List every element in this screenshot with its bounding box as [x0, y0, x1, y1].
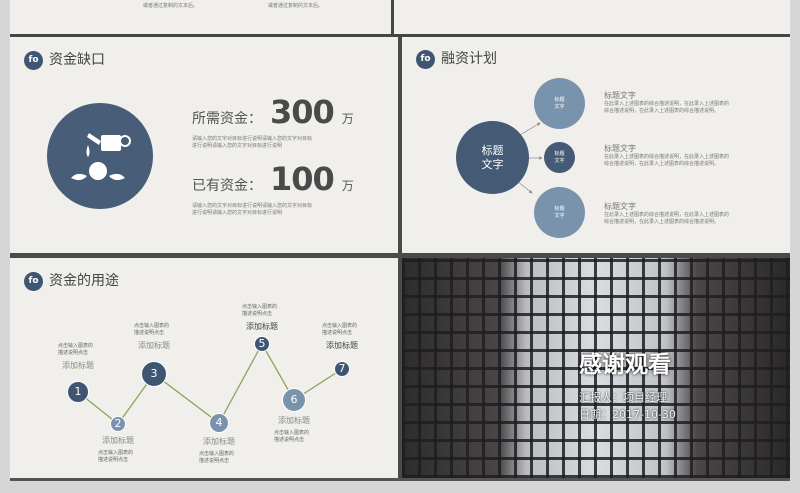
slide-logo-icon: fo — [24, 272, 43, 291]
item-desc: 综合描述说明，在此录入上述图表的综合描述说明。 — [604, 108, 720, 114]
arrows — [516, 122, 543, 194]
slide-financing-plan[interactable]: fo 融资计划 标题 文字 标题文字 标题文字 标题文字 标题文字 在此录入上述… — [402, 37, 790, 253]
required-funds-value: 300 — [270, 93, 335, 131]
existing-funds-unit: 万 — [341, 179, 354, 193]
timeline-node-7: 7 — [334, 361, 350, 377]
timeline-node-6: 6 — [282, 388, 306, 412]
timeline-desc: 描述说明点击 — [134, 330, 165, 336]
required-funds-unit: 万 — [341, 112, 354, 126]
watering-can-money-icon — [47, 103, 153, 209]
slide-logo-icon: fo — [416, 50, 435, 69]
plan-circle-1: 标题文字 — [534, 78, 585, 129]
timeline-desc: 描述说明点击 — [58, 350, 89, 356]
timeline-desc: 点击输入图表的 — [199, 451, 235, 457]
timeline-desc: 描述说明点击 — [322, 330, 353, 336]
existing-funds-value: 100 — [270, 160, 335, 198]
existing-funds-row: 已有资金： 100 万 — [192, 162, 354, 196]
timeline-node-2: 2 — [110, 416, 126, 432]
circle-label: 文字 — [554, 103, 565, 110]
slide-top-right[interactable] — [394, 0, 790, 34]
timeline-desc: 描述说明点击 — [199, 458, 230, 464]
slide-title: 融资计划 — [441, 51, 497, 67]
timeline-node-3: 3 — [141, 361, 167, 387]
circle-label: 标题 — [554, 205, 565, 212]
existing-desc: 请输入您的文字对目标进行说明请输入您的文字对目标 — [192, 203, 313, 209]
slide-text: 或者通过复制的文本后。 — [143, 3, 199, 9]
slide-logo-icon: fo — [24, 51, 43, 70]
item-title: 标题文字 — [604, 91, 636, 100]
thanks-text-group: 感谢观看 汇报人：项目经理 日期：2017-10-30 — [579, 350, 676, 422]
item-desc: 综合描述说明，在此录入上述图表的综合描述说明。 — [604, 219, 720, 225]
required-funds-label: 所需资金： — [192, 111, 262, 127]
timeline-title: 添加标题 — [203, 437, 235, 446]
timeline-title: 添加标题 — [62, 361, 94, 370]
center-label: 标题 — [481, 143, 504, 157]
timeline-desc: 点击输入图表的 — [274, 430, 310, 436]
timeline-desc: 点击输入图表的 — [58, 343, 94, 349]
bottom-shadow — [10, 478, 790, 481]
circle-label: 文字 — [554, 157, 565, 164]
slide-top-left[interactable]: 或者通过复制的文本后。 — [10, 0, 391, 34]
divider — [398, 37, 402, 478]
timeline-node-1: 1 — [67, 381, 89, 403]
plan-circle-2: 标题文字 — [544, 142, 575, 173]
plan-item-1: 标题文字 在此录入上述图表的综合描述说明，在此录入上述图表的 综合描述说明，在此… — [604, 91, 729, 115]
timeline-title: 添加标题 — [246, 322, 278, 331]
existing-funds-label: 已有资金： — [192, 178, 262, 194]
timeline-desc: 点击输入图表的 — [242, 304, 278, 310]
circle-label: 标题 — [554, 96, 565, 103]
slide-title: 资金缺口 — [49, 52, 105, 68]
timeline-title: 添加标题 — [278, 416, 310, 425]
existing-desc: 进行说明请输入您的文字对目标进行说明 — [192, 210, 283, 216]
timeline-desc: 点击输入图表的 — [134, 323, 170, 329]
timeline-desc: 点击输入图表的 — [98, 450, 134, 456]
timeline-title: 添加标题 — [326, 341, 358, 350]
timeline-node-4: 4 — [209, 413, 229, 433]
plan-item-2: 标题文字 在此录入上述图表的综合描述说明，在此录入上述图表的 综合描述说明，在此… — [604, 144, 729, 168]
item-desc: 在此录入上述图表的综合描述说明，在此录入上述图表的 — [604, 154, 730, 160]
timeline-desc: 描述说明点击 — [242, 311, 273, 317]
timeline-node-5: 5 — [254, 336, 270, 352]
required-desc: 请输入您的文字对目标进行说明请输入您的文字对目标 — [192, 136, 313, 142]
item-desc: 在此录入上述图表的综合描述说明，在此录入上述图表的 — [604, 212, 730, 218]
item-desc: 综合描述说明，在此录入上述图表的综合描述说明。 — [604, 161, 720, 167]
plan-item-3: 标题文字 在此录入上述图表的综合描述说明，在此录入上述图表的 综合描述说明，在此… — [604, 202, 729, 226]
item-title: 标题文字 — [604, 202, 636, 211]
timeline-title: 添加标题 — [138, 341, 170, 350]
slide-funding-gap[interactable]: fo 资金缺口 所需资金： 300 万 请输入您的文字对目标进行说明请输入您的文… — [10, 37, 398, 253]
center-label: 文字 — [481, 157, 504, 171]
item-title: 标题文字 — [604, 144, 636, 153]
timeline-desc: 点击输入图表的 — [322, 323, 358, 329]
divider — [391, 0, 394, 34]
timeline-desc: 描述说明点击 — [274, 437, 305, 443]
thanks-title: 感谢观看 — [579, 352, 671, 378]
reporter-text: 汇报人：项目经理 — [579, 391, 667, 404]
slide-thanks[interactable]: 感谢观看 汇报人：项目经理 日期：2017-10-30 — [402, 258, 790, 478]
circle-label: 文字 — [554, 212, 565, 219]
timeline-desc: 描述说明点击 — [98, 457, 129, 463]
required-desc: 进行说明请输入您的文字对目标进行说明 — [192, 143, 283, 149]
item-desc: 在此录入上述图表的综合描述说明，在此录入上述图表的 — [604, 101, 730, 107]
slide-text: 或者通过复制的文本后。 — [268, 3, 324, 9]
required-funds-row: 所需资金： 300 万 — [192, 95, 354, 129]
plan-circle-3: 标题文字 — [534, 187, 585, 238]
center-circle: 标题 文字 — [456, 121, 529, 194]
divider — [10, 34, 790, 37]
circle-label: 标题 — [554, 150, 565, 157]
slide-fund-usage[interactable]: fo 资金的用途 — [10, 258, 398, 478]
slide-title: 资金的用途 — [49, 273, 119, 289]
date-text: 日期：2017-10-30 — [579, 408, 676, 421]
timeline-title: 添加标题 — [102, 436, 134, 445]
